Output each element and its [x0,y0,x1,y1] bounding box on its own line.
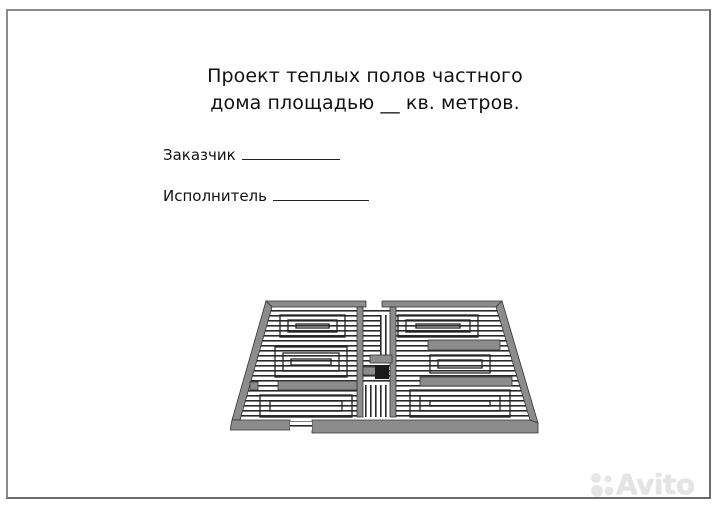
customer-label: Заказчик [163,146,236,164]
contractor-label: Исполнитель [163,187,267,205]
avito-watermark: Avito [616,468,695,501]
customer-blank-line [241,145,340,160]
page-frame [6,9,711,499]
floor-heating-plan-illustration [230,300,539,434]
title-line-2: дома площадью __ кв. метров. [210,92,520,114]
contractor-blank-line [273,186,369,201]
customer-field: Заказчик [163,145,340,165]
title-line-1: Проект теплых полов частного [207,65,523,87]
avito-logo-icon [591,473,614,497]
document-title: Проект теплых полов частного дома площад… [150,63,580,117]
contractor-field: Исполнитель [163,186,369,206]
